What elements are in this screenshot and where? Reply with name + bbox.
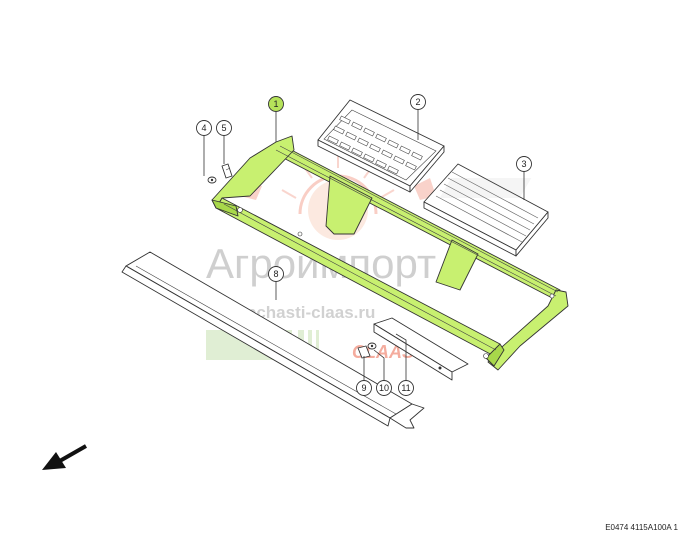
callout-11-label: 11 xyxy=(401,383,410,393)
callout-1-label: 1 xyxy=(273,99,278,109)
part-2-grate xyxy=(317,99,445,193)
part-8-bracket xyxy=(121,251,425,429)
part-1-frame xyxy=(211,135,569,371)
callout-1[interactable]: 1 xyxy=(268,96,284,112)
part-3-grate xyxy=(423,163,549,257)
callout-8-label: 8 xyxy=(273,269,278,279)
hardware-parts xyxy=(207,163,377,359)
part-9-bolt xyxy=(357,345,371,359)
watermark-site: zapchasti-claas.ru xyxy=(228,303,375,322)
callout-5-label: 5 xyxy=(221,123,226,133)
callout-4-label: 4 xyxy=(201,123,206,133)
callout-8[interactable]: 8 xyxy=(268,266,284,282)
part-5-bolt xyxy=(221,163,233,179)
callout-10-label: 10 xyxy=(379,383,389,393)
callout-3-label: 3 xyxy=(521,159,526,169)
callout-10[interactable]: 10 xyxy=(376,380,392,396)
callout-2-label: 2 xyxy=(415,97,420,107)
part-11-plate xyxy=(373,317,469,381)
callout-2[interactable]: 2 xyxy=(410,94,426,110)
callout-4[interactable]: 4 xyxy=(196,120,212,136)
leader-lines xyxy=(203,110,525,380)
drawing-number: E0474 4115A100A 1 xyxy=(605,523,678,532)
callout-11[interactable]: 11 xyxy=(398,380,414,396)
arrow-down-left-icon xyxy=(42,444,87,470)
callout-5[interactable]: 5 xyxy=(216,120,232,136)
part-10-washer xyxy=(367,342,377,350)
part-4-nut xyxy=(207,176,217,184)
callout-3[interactable]: 3 xyxy=(516,156,532,172)
callout-9-label: 9 xyxy=(361,383,366,393)
callout-9[interactable]: 9 xyxy=(356,380,372,396)
